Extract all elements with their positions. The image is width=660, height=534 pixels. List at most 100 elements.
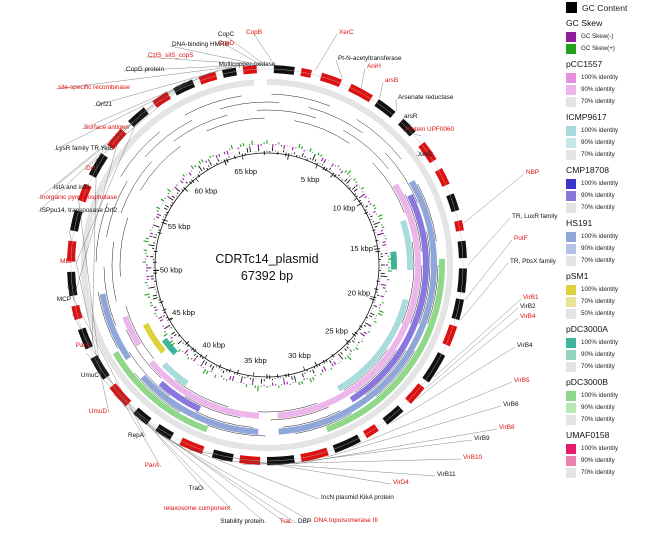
gc-skew-bar [355, 181, 358, 183]
gc-skew-bar [298, 381, 301, 386]
legend-label: 70% identity [581, 469, 615, 476]
gc-skew-bar [309, 377, 312, 383]
gc-skew-bar [349, 349, 352, 352]
gene-label: NBP [526, 169, 539, 176]
gc-skew-bar [182, 178, 185, 181]
label-leader [379, 81, 384, 99]
gc-skew-bar [382, 287, 386, 289]
gc-content-bar [329, 167, 332, 170]
kbp-label: 60 kbp [195, 187, 218, 196]
gc-skew-bar [360, 186, 365, 190]
identity-arc [112, 351, 209, 433]
label-leader [463, 173, 525, 224]
ring-outline [119, 117, 415, 413]
gc-skew-bar [167, 192, 170, 195]
gc-content-bar [369, 297, 376, 301]
label-leader [72, 125, 123, 302]
gc-skew-bar [158, 316, 163, 320]
legend-label: 70% identity [581, 298, 615, 305]
gc-content-bar [293, 375, 296, 381]
gene-label: Dct [86, 165, 96, 172]
gc-skew-bar [209, 155, 212, 159]
legend-item: 100% identity [566, 72, 658, 83]
legend-item: 100% identity [566, 443, 658, 454]
label-leader [137, 418, 297, 524]
kbp-tick [204, 354, 208, 359]
gc-skew-bar [155, 315, 158, 318]
gc-content-bar [374, 225, 378, 228]
label-leader [51, 81, 186, 190]
gene-label: TraO [189, 485, 203, 492]
gene-label: IncN plasmid KikA protein [321, 494, 394, 501]
gc-skew-bar [355, 347, 359, 351]
label-leader [315, 33, 338, 71]
gc-content-bar [338, 353, 343, 359]
gc-skew-bar [312, 376, 315, 381]
gc-content-bar [353, 338, 356, 340]
gc-skew-bar [303, 378, 305, 381]
gc-skew-bar [198, 160, 202, 165]
legend-item: GC Skew(+) [566, 43, 658, 54]
identity-arc [122, 315, 142, 347]
legend-item: 90% identity [566, 190, 658, 201]
kbp-tick [241, 155, 244, 160]
gene-label: VirB6 [503, 401, 519, 408]
gc-content-bar [356, 202, 363, 207]
gc-skew-bar [360, 340, 363, 343]
label-leader [218, 459, 436, 477]
gc-content-bar [374, 296, 377, 299]
gc-skew-bar [377, 312, 383, 316]
gc-content-bar [167, 317, 173, 321]
label-leader [460, 262, 509, 321]
gc-content-bar [329, 360, 332, 364]
gc-skew-bar [200, 363, 203, 367]
gc-content-bar [246, 147, 249, 153]
gc-skew-bar [379, 304, 382, 306]
legend-item: 70% identity [566, 255, 658, 266]
gene-label: UmuC [81, 372, 99, 379]
gene-label: ParA [76, 342, 91, 349]
gc-skew-bar [205, 370, 209, 375]
gc-content-bar [177, 189, 181, 192]
gc-content-bar [370, 215, 373, 218]
gc-skew-bar [251, 140, 253, 145]
legend-item: 90% identity [566, 243, 658, 254]
gc-skew-bar [362, 191, 364, 193]
gene-label: MEP [60, 258, 74, 265]
label-leader [433, 298, 522, 378]
legend-swatch [566, 96, 576, 107]
gc-content-bar [153, 236, 157, 239]
gc-skew-bar [367, 330, 371, 333]
legend-label: 100% identity [581, 127, 619, 134]
legend-swatch [566, 2, 577, 13]
gc-skew-bar [180, 180, 184, 184]
label-leader [91, 158, 97, 348]
gene-arc [67, 240, 77, 262]
gc-content-bar [152, 297, 158, 300]
gc-content-bar [238, 151, 241, 155]
identity-arc [149, 360, 260, 419]
gc-content-bar [373, 305, 378, 308]
gc-content-bar [189, 181, 192, 185]
gc-content-bar [211, 365, 215, 371]
gene-label: Inorganic pyrophosphatase [40, 194, 118, 201]
label-leader [75, 106, 144, 264]
gc-content-bar [330, 172, 335, 178]
gc-skew-bar [364, 195, 367, 199]
kbp-tick [303, 366, 306, 371]
gc-content-bar [171, 202, 174, 204]
gene-label: VirB9 [474, 435, 490, 442]
gc-skew-bar [176, 184, 178, 186]
gc-skew-bar [230, 144, 233, 150]
legend-item: 70% identity [566, 149, 658, 160]
legend-label: 70% identity [581, 204, 615, 211]
legend-swatch [566, 296, 576, 307]
gc-skew-bar [167, 188, 172, 192]
gc-content-bar [338, 174, 340, 177]
gc-content-bar [346, 346, 349, 349]
gc-skew-bar [337, 165, 340, 168]
gene-label: MCP [57, 296, 71, 303]
gc-content-bar [314, 361, 318, 368]
